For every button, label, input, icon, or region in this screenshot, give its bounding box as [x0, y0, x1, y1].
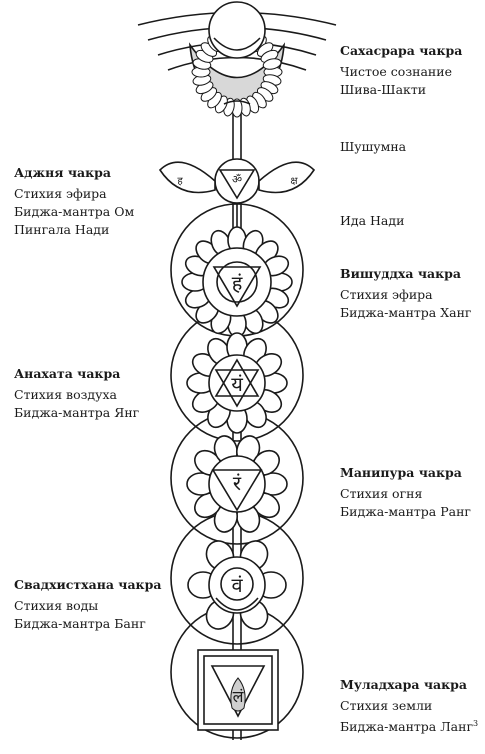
- manipura-line-2: Биджа-мантра Ранг: [340, 504, 471, 519]
- ajna-bija: ॐ: [232, 173, 242, 186]
- svadhisthana-chakra: [187, 540, 287, 630]
- manipura-line-1: Стихия огня: [340, 486, 423, 501]
- sahasrara-petal: [262, 58, 282, 70]
- ajna-chakra: [158, 158, 316, 233]
- vishuddha-title: Вишуддха чакра: [340, 266, 461, 281]
- muladhara-bija: लं: [233, 687, 245, 706]
- sahasrara-title: Сахасрара чакра: [340, 43, 463, 58]
- muladhara-line-2: Биджа-мантра Ланг3: [340, 715, 478, 736]
- manipura-bija: रं: [233, 471, 242, 495]
- label-vishuddha: Вишуддха чакра Стихия эфира Биджа-мантра…: [340, 265, 471, 322]
- ajna-title: Аджня чакра: [14, 165, 111, 180]
- manipura-title: Манипура чакра: [340, 465, 462, 480]
- vishuddha-bija: हं: [232, 271, 243, 295]
- svadhisthana-line-1: Стихия воды: [14, 598, 99, 613]
- footnote-marker: 3: [473, 719, 479, 728]
- ajna-line-2: Биджа-мантра Ом: [14, 204, 135, 219]
- anahata-bija: यं: [231, 372, 243, 396]
- label-manipura: Манипура чакра Стихия огня Биджа-мантра …: [340, 464, 471, 521]
- vishuddha-line-2: Биджа-мантра Ханг: [340, 305, 472, 320]
- label-ida: Ида Нади: [340, 213, 405, 228]
- label-sushumna: Шушумна: [340, 139, 407, 154]
- ajna-left-glyph: ह: [177, 176, 183, 187]
- svadhisthana-title: Свадхистхана чакра: [14, 577, 162, 592]
- anahata-line-2: Биджа-мантра Янг: [14, 405, 140, 420]
- sahasrara-chakra: [137, 1, 337, 118]
- svadhisthana-line-2: Биджа-мантра Банг: [14, 616, 146, 631]
- ajna-line-3: Пингала Нади: [14, 222, 110, 237]
- muladhara-title: Муладхара чакра: [340, 677, 467, 692]
- sahasrara-line-2: Шива-Шакти: [340, 82, 427, 97]
- sahasrara-line-1: Чистое сознание: [340, 64, 452, 79]
- muladhara-line-2-text: Биджа-мантра Ланг: [340, 719, 474, 735]
- anahata-chakra: [186, 332, 288, 434]
- label-svadhisthana: Свадхистхана чакра Стихия воды Биджа-ман…: [14, 576, 161, 633]
- anahata-line-1: Стихия воздуха: [14, 387, 117, 402]
- label-muladhara: Муладхара чакра Стихия земли Биджа-мантр…: [340, 676, 478, 736]
- anahata-title: Анахата чакра: [14, 366, 121, 381]
- muladhara-line-1: Стихия земли: [340, 698, 433, 713]
- label-anahata: Анахата чакра Стихия воздуха Биджа-мантр…: [14, 365, 139, 422]
- vishuddha-chakra: [181, 226, 293, 338]
- label-ajna: Аджня чакра Стихия эфира Биджа-мантра Ом…: [14, 164, 134, 239]
- ajna-line-1: Стихия эфира: [14, 186, 107, 201]
- label-sahasrara: Сахасрара чакра Чистое сознание Шива-Шак…: [340, 42, 462, 99]
- vishuddha-line-1: Стихия эфира: [340, 287, 433, 302]
- muladhara-chakra: [197, 649, 279, 731]
- svadhisthana-bija: वं: [231, 573, 243, 597]
- manipura-chakra: [186, 435, 288, 533]
- ajna-right-glyph: क्ष: [290, 176, 298, 187]
